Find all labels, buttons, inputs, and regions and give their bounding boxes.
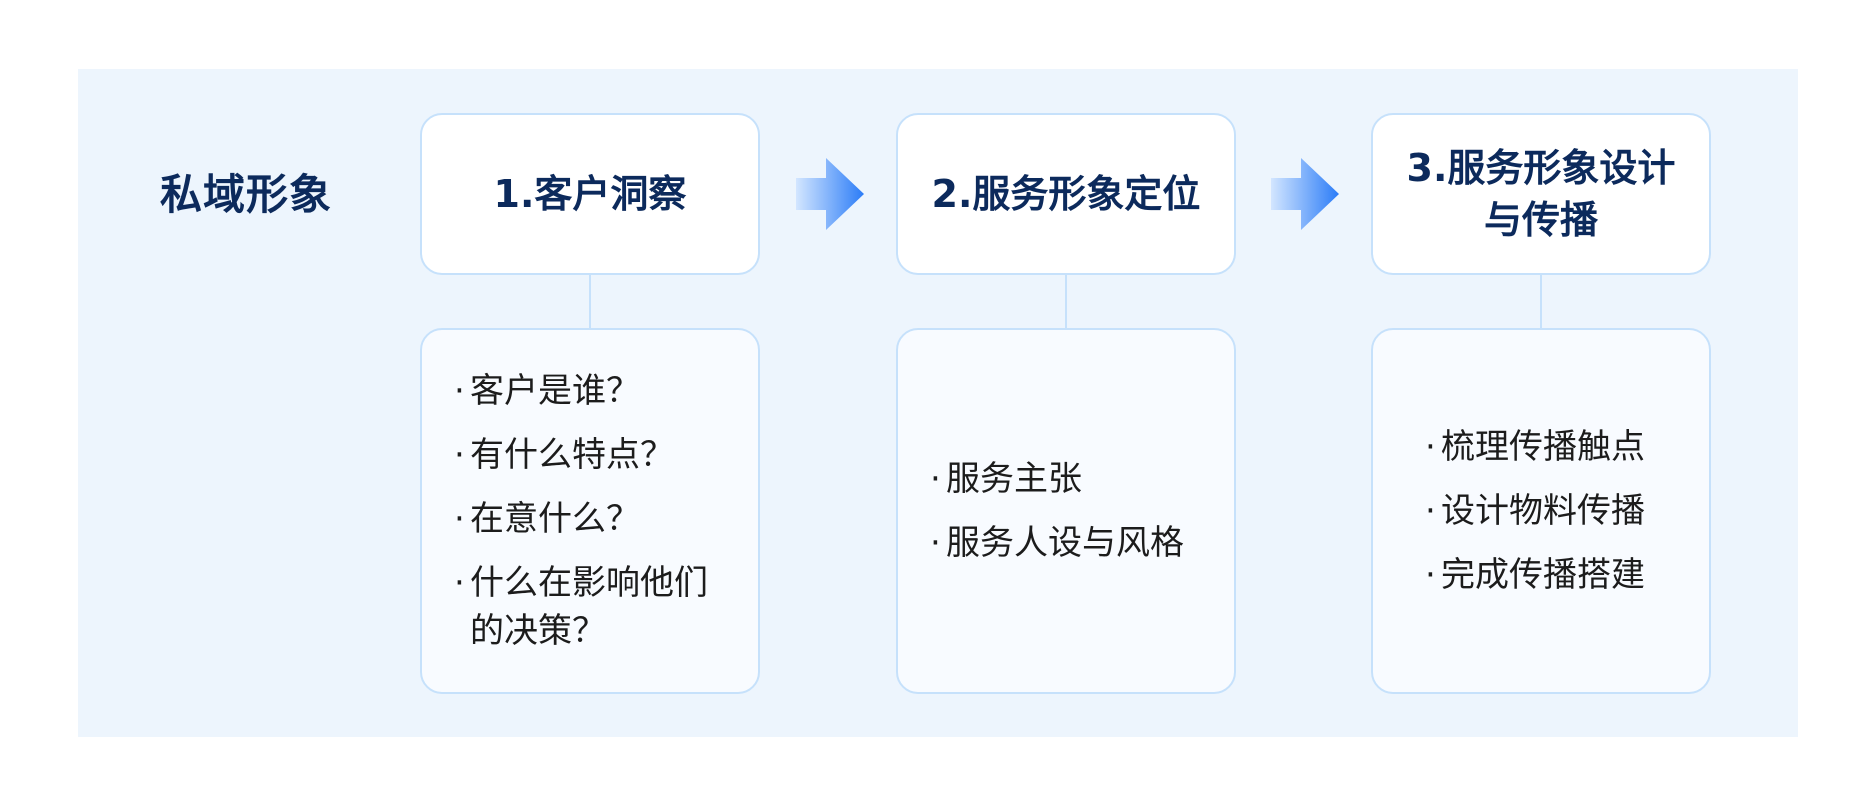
step-3-body-card: ·梳理传播触点 ·设计物料传播 ·完成传播搭建 [1371,328,1711,694]
right-arrow-icon [1271,158,1339,230]
step-2-connector [1065,275,1067,328]
bullet: · [1425,427,1436,467]
bullet: · [1425,555,1436,595]
list-item: ·什么在影响他们的决策？ [454,559,728,655]
list-item-text: 什么在影响他们的决策？ [470,563,708,651]
list-item-text: 梳理传播触点 [1441,427,1645,467]
step-3-title: 3.服务形象设计 与传播 [1406,146,1676,242]
bullet: · [454,563,465,603]
bullet: · [1425,491,1436,531]
bullet: · [454,371,465,411]
step-3-header-card: 3.服务形象设计 与传播 [1371,113,1711,275]
bullet: · [454,435,465,475]
list-item-text: 服务主张 [946,459,1082,499]
list-item-text: 客户是谁？ [470,371,640,411]
row-label: 私域形象 [160,170,333,219]
bullet: · [454,499,465,539]
right-arrow-icon [796,158,864,230]
step-1-body-card: ·客户是谁？ ·有什么特点？ ·在意什么？ ·什么在影响他们的决策？ [420,328,760,694]
list-item: ·梳理传播触点 [1425,423,1689,471]
list-item: ·完成传播搭建 [1425,551,1689,599]
step-3-item-list: ·梳理传播触点 ·设计物料传播 ·完成传播搭建 [1425,423,1689,599]
step-3-connector [1540,275,1542,328]
list-item-text: 完成传播搭建 [1441,555,1645,595]
step-2-header-card: 2.服务形象定位 [896,113,1236,275]
step-1-title: 1.客户洞察 [493,172,687,216]
list-item: ·设计物料传播 [1425,487,1689,535]
list-item: ·客户是谁？ [454,367,728,415]
step-2-item-list: ·服务主张 ·服务人设与风格 [930,455,1214,567]
step-2-title: 2.服务形象定位 [931,172,1201,216]
list-item-text: 在意什么？ [470,499,640,539]
list-item-text: 设计物料传播 [1441,491,1645,531]
list-item: ·有什么特点？ [454,431,728,479]
step-2-body-card: ·服务主张 ·服务人设与风格 [896,328,1236,694]
bullet: · [930,523,941,563]
step-1-header-card: 1.客户洞察 [420,113,760,275]
list-item: ·在意什么？ [454,495,728,543]
list-item: ·服务主张 [930,455,1214,503]
step-1-connector [589,275,591,328]
list-item: ·服务人设与风格 [930,519,1214,567]
list-item-text: 有什么特点？ [470,435,674,475]
bullet: · [930,459,941,499]
step-1-item-list: ·客户是谁？ ·有什么特点？ ·在意什么？ ·什么在影响他们的决策？ [454,367,728,655]
list-item-text: 服务人设与风格 [946,523,1184,563]
